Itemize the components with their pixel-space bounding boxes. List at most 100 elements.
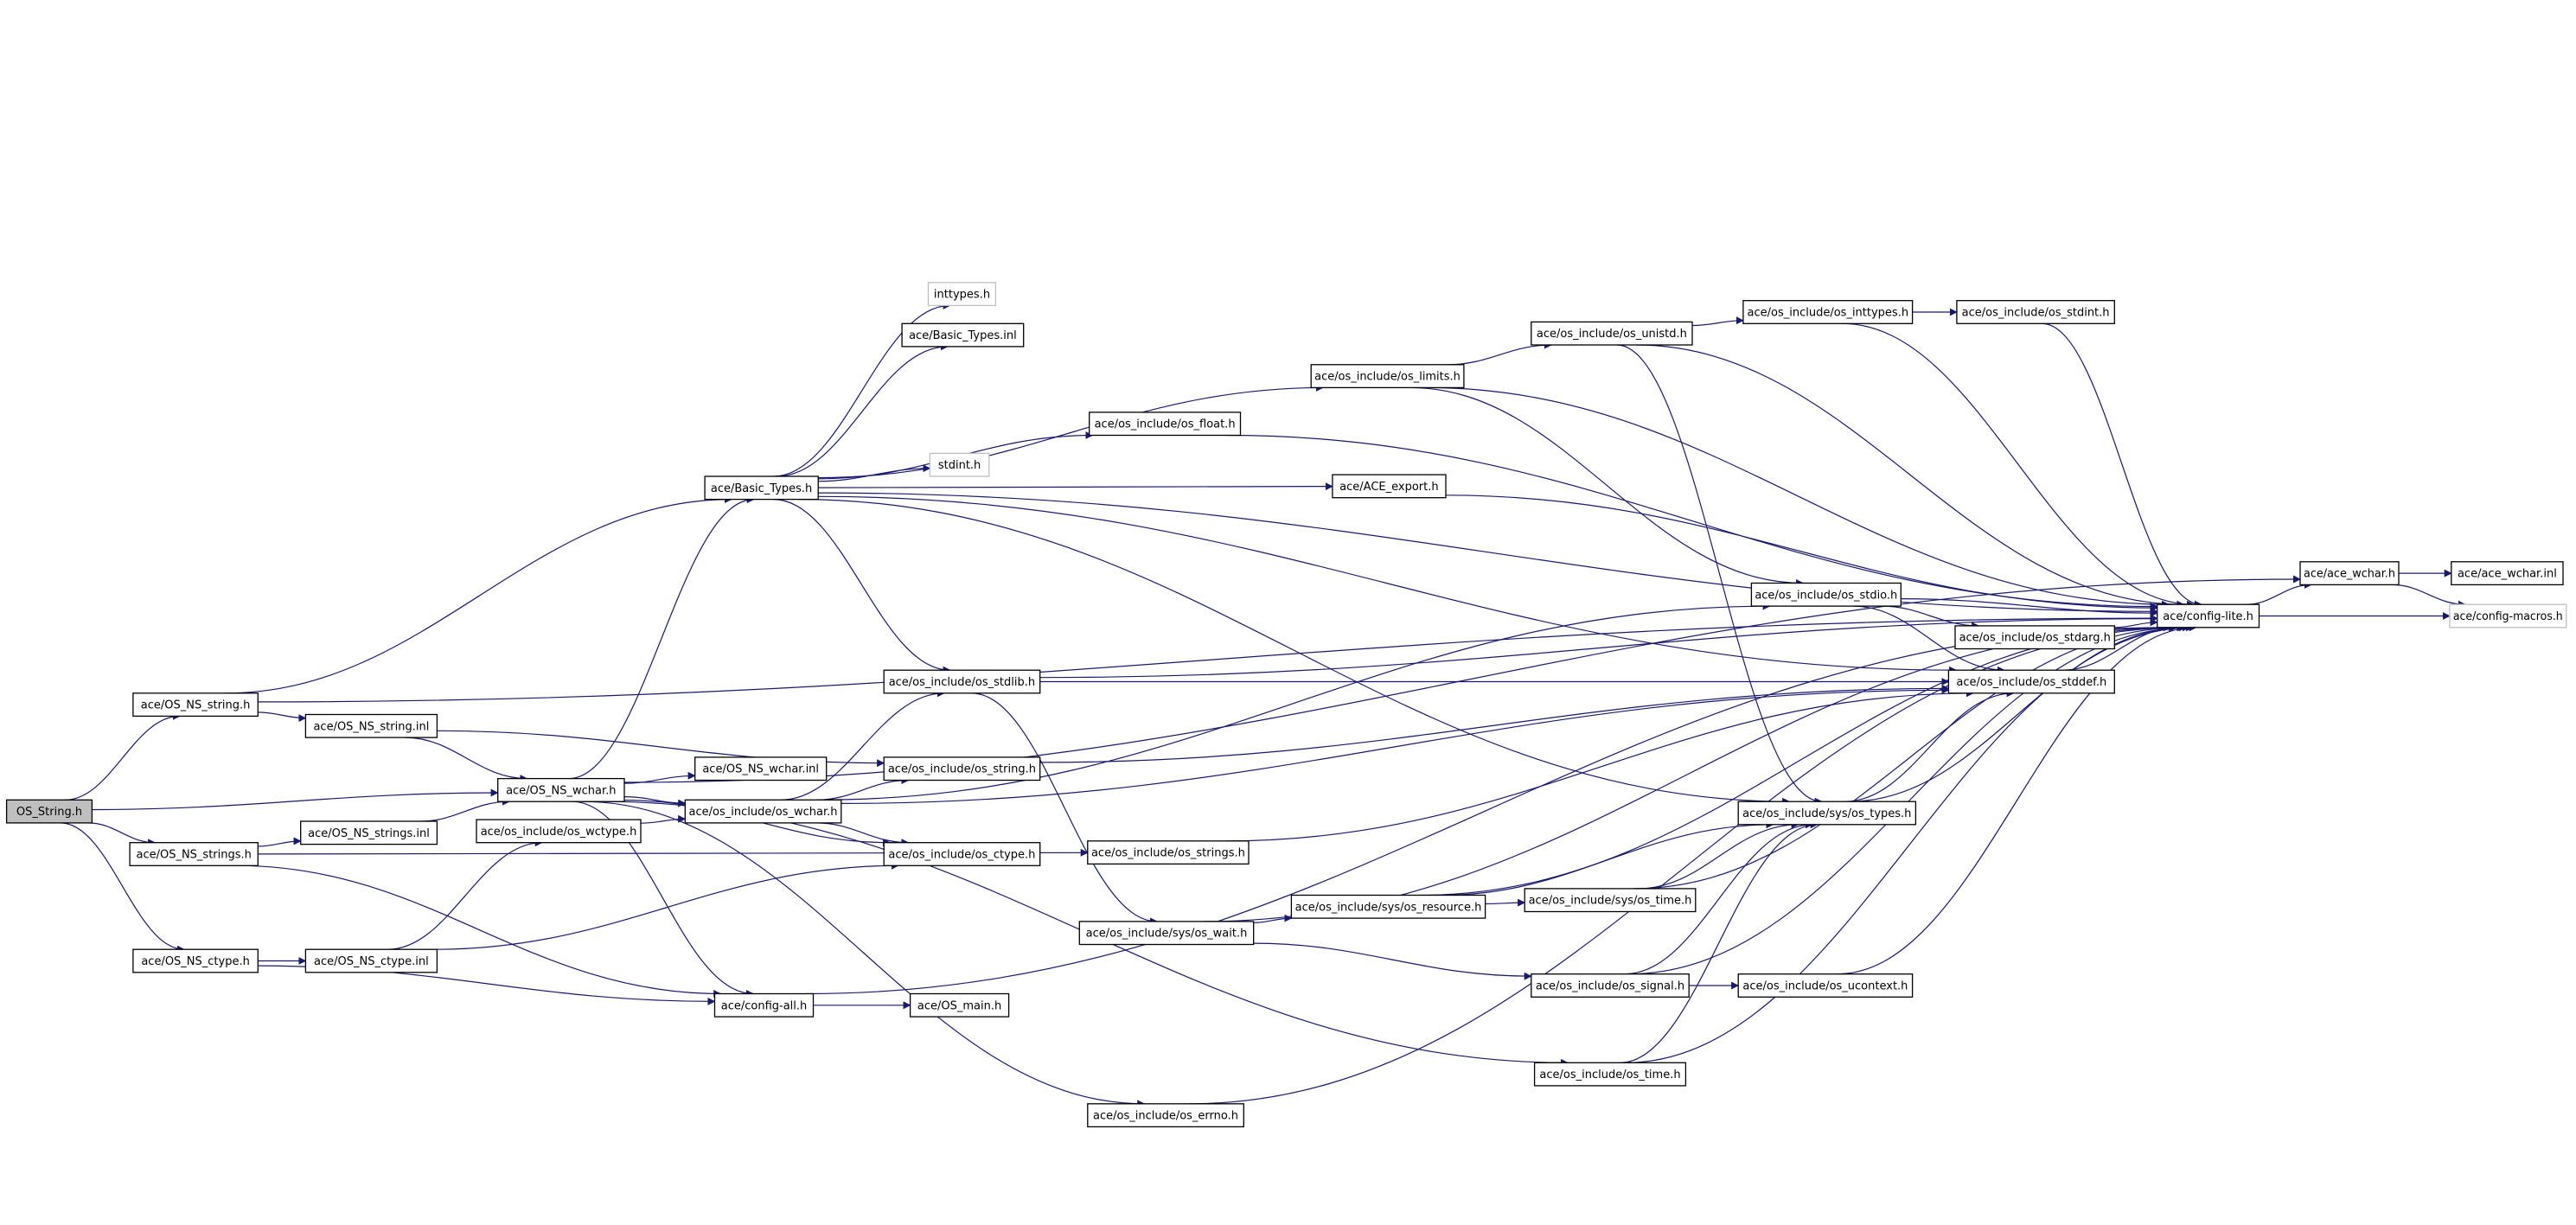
node-os-errno-h[interactable]: ace/os_include/os_errno.h [1087, 1103, 1244, 1128]
node-label: ace/OS_NS_ctype.h [141, 955, 250, 968]
include-edge-os_wchar_h-to-os_string_inc_h [816, 776, 910, 801]
node-os-stdlib-h[interactable]: ace/os_include/os_stdlib.h [883, 669, 1041, 694]
node-os-string-inc-h[interactable]: ace/os_include/os_string.h [883, 756, 1041, 782]
node-box [2449, 603, 2567, 628]
include-edge-sys_os_time_h-to-config_lite_h [1633, 623, 2185, 890]
node-os-stdarg-h[interactable]: ace/os_include/os_stdarg.h [1954, 625, 2115, 650]
include-edge-os_signal_h-to-sys_os_types_h [1624, 820, 1813, 975]
node-label: ace/os_include/os_wctype.h [481, 826, 637, 839]
node-box [1531, 973, 1690, 998]
node-os-ns-strings-inl[interactable]: ace/OS_NS_strings.inl [300, 820, 438, 845]
node-os-signal-h[interactable]: ace/os_include/os_signal.h [1531, 973, 1690, 998]
node-basic-types-inl[interactable]: ace/Basic_Types.inl [901, 322, 1025, 348]
node-label: inttypes.h [934, 289, 990, 302]
node-box [1947, 669, 2115, 694]
node-label: ace/OS_NS_strings.inl [308, 827, 430, 840]
node-os-inttypes-h[interactable]: ace/os_include/os_inttypes.h [1742, 300, 1914, 324]
node-os-main-h[interactable]: ace/OS_main.h [909, 992, 1010, 1018]
node-label: ace/OS_NS_wchar.inl [702, 763, 819, 776]
node-label: ace/os_include/os_stdlib.h [889, 676, 1035, 689]
include-edge-config_lite_h-to-ace_wchar_h [2246, 580, 2312, 605]
node-os-wchar-h[interactable]: ace/os_include/os_wchar.h [684, 799, 842, 824]
node-os-time-h[interactable]: ace/os_include/os_time.h [1533, 1062, 1687, 1087]
node-box [5, 799, 93, 824]
include-edge-os_ns_wchar_h-to-config_all_h [572, 801, 754, 998]
include-edge-os_stdlib_h-to-os_wait_h [971, 692, 1159, 926]
include-edge-os_wchar_h-to-os_stdlib_h [780, 689, 945, 801]
node-sys-os-types-h[interactable]: ace/os_include/sys/os_types.h [1737, 801, 1917, 826]
include-edge-config_all_h-to-config_lite_h [806, 623, 2167, 995]
node-os-stdio-h[interactable]: ace/os_include/os_stdio.h [1750, 582, 1902, 607]
node-box [304, 713, 438, 738]
node-sys-os-time-h[interactable]: ace/os_include/sys/os_time.h [1524, 888, 1697, 913]
node-ace-export-h[interactable]: ace/ACE_export.h [1332, 474, 1447, 499]
node-os-ns-string-inl[interactable]: ace/OS_NS_string.inl [304, 713, 438, 738]
node-label: ace/os_include/os_string.h [888, 763, 1036, 776]
node-label: ace/config-all.h [721, 999, 808, 1012]
include-edge-os_ns_strings_inl-to-os_ns_wchar_h [420, 797, 510, 822]
node-ace-wchar-inl[interactable]: ace/ace_wchar.inl [2451, 561, 2564, 586]
node-ace-wchar-h[interactable]: ace/ace_wchar.h [2299, 561, 2400, 586]
node-os-limits-h[interactable]: ace/os_include/os_limits.h [1310, 364, 1465, 389]
node-os-ns-string-h[interactable]: ace/OS_NS_string.h [132, 692, 259, 718]
node-label: ace/os_include/os_stddef.h [1956, 676, 2106, 689]
include-edge-os_wchar_h-to-os_stdio_h [819, 602, 1771, 801]
node-box [1524, 888, 1697, 913]
node-config-all-h[interactable]: ace/config-all.h [713, 992, 815, 1018]
include-edge-os_ns_strings_h-to-os_ns_strings_inl [258, 837, 302, 847]
node-box [927, 282, 997, 307]
node-box [694, 756, 828, 782]
node-os-wctype-h[interactable]: ace/os_include/os_wctype.h [476, 819, 642, 844]
include-edge-os_unistd_h-to-sys_os_types_h [1616, 344, 1823, 806]
node-label: ace/os_include/sys/os_types.h [1742, 807, 1911, 820]
include-edge-os_ns_ctype_inl-to-os_wctype_h [387, 839, 543, 950]
include-edge-os_string_h-to-os_ns_string_h [65, 711, 181, 801]
node-os-strings-h[interactable]: ace/os_include/os_strings.h [1087, 840, 1250, 865]
node-os-wait-h[interactable]: ace/os_include/sys/os_wait.h [1078, 921, 1255, 946]
node-config-lite-h[interactable]: ace/config-lite.h [2157, 603, 2260, 628]
node-os-unistd-h[interactable]: ace/os_include/os_unistd.h [1531, 321, 1693, 346]
include-edge-os_limits_h-to-config_lite_h [1427, 386, 2170, 609]
node-label: ace/os_include/os_strings.h [1091, 847, 1245, 860]
node-label: ace/os_include/os_ctype.h [888, 849, 1035, 862]
node-label: ace/OS_main.h [917, 999, 1001, 1012]
node-label: ace/os_include/sys/os_time.h [1529, 895, 1692, 908]
include-edge-basic_types_h-to-sys_os_types_h [799, 499, 1791, 806]
node-box [1089, 412, 1242, 437]
node-os-ns-wchar-inl[interactable]: ace/OS_NS_wchar.inl [694, 756, 828, 782]
include-edge-os_stdio_h-to-os_stddef_h [1853, 605, 2005, 674]
node-box [132, 692, 259, 718]
include-edge-basic_types_h-to-config_lite_h [818, 492, 2158, 616]
node-os-ctype-h[interactable]: ace/os_include/os_ctype.h [883, 842, 1041, 866]
include-edge-basic_types_h-to-basic_types_inl [777, 342, 949, 477]
node-box [1956, 300, 2115, 324]
node-layer: OS_String.h ace/OS_NS_string.h ace/OS_NS_s… [5, 282, 2567, 1128]
node-os-ns-strings-h[interactable]: ace/OS_NS_strings.h [129, 842, 259, 866]
node-os-stdint-h[interactable]: ace/os_include/os_stdint.h [1956, 300, 2115, 324]
include-edge-sys_os_time_h-to-sys_os_types_h [1639, 820, 1799, 890]
node-label: OS_String.h [16, 806, 82, 819]
node-box [132, 948, 259, 973]
node-os-resource-h[interactable]: ace/os_include/sys/os_resource.h [1290, 894, 1486, 919]
node-basic-types-h[interactable]: ace/Basic_Types.h [704, 475, 819, 501]
include-edge-basic_types_h-to-ace_export_h [818, 482, 1333, 491]
include-edge-os_limits_h-to-os_unistd_h [1448, 341, 1552, 366]
node-box [497, 777, 625, 802]
node-os-ns-wchar-h[interactable]: ace/OS_NS_wchar.h [497, 777, 625, 802]
node-os-ns-ctype-inl[interactable]: ace/OS_NS_ctype.inl [304, 948, 438, 973]
node-label: ace/os_include/os_errno.h [1093, 1110, 1238, 1123]
node-os-float-h[interactable]: ace/os_include/os_float.h [1089, 412, 1242, 437]
node-box [713, 992, 815, 1018]
include-edge-ace_wchar_h-to-config_macros_h [2392, 584, 2466, 609]
include-edge-ace_export_h-to-config_lite_h [1445, 494, 2158, 612]
node-os-ns-ctype-h[interactable]: ace/OS_NS_ctype.h [132, 948, 259, 973]
node-os-ucontext-h[interactable]: ace/os_include/os_ucontext.h [1737, 973, 1914, 998]
include-edge-os_string_h-to-os_ns_ctype_h [60, 822, 185, 954]
include-edge-basic_types_h-to-os_stdlib_h [773, 499, 951, 674]
include-edge-os_strings_h-to-os_stddef_h [1226, 689, 1974, 842]
include-edge-os_stdio_h-to-config_lite_h [1901, 598, 2158, 617]
include-edge-os_errno_h-to-config_lite_h [1189, 623, 2185, 1105]
node-os-stddef-h[interactable]: ace/os_include/os_stddef.h [1947, 669, 2115, 694]
include-edge-basic_types_h-to-inttypes_h [773, 301, 951, 477]
